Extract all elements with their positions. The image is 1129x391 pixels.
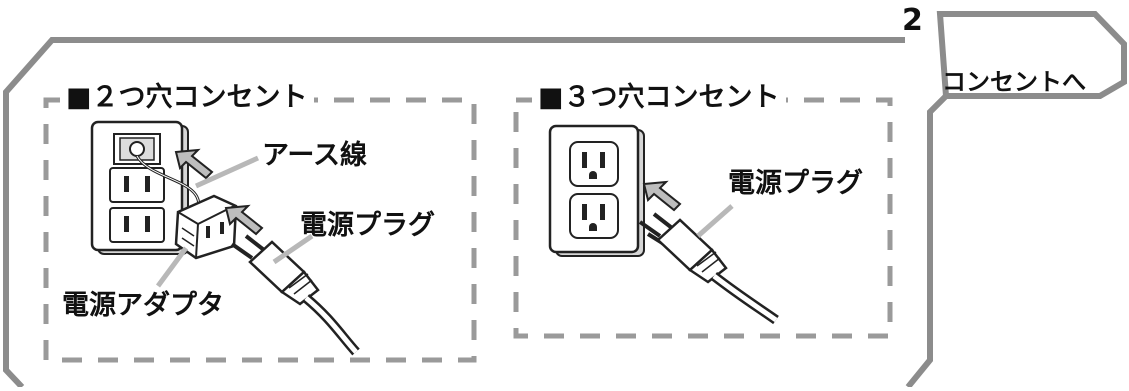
two-hole-power-plug xyxy=(230,234,360,356)
panel-two-hole-title: ■２つ穴コンセント xyxy=(60,84,314,111)
label-earth-wire: アース線 xyxy=(262,140,368,171)
insert-arrow-earth xyxy=(174,148,214,180)
three-hole-power-plug xyxy=(638,212,779,325)
outer-frame-right xyxy=(905,93,949,389)
panel-three-hole-title: ■３つ穴コンセント xyxy=(532,84,786,111)
label-power-adapter: 電源アダプタ xyxy=(62,290,224,321)
step-tab xyxy=(936,11,1127,99)
two-hole-outlet-plate xyxy=(90,120,189,255)
step-number: 2 xyxy=(898,6,927,36)
earth-wire-inner xyxy=(136,155,200,211)
callout-line-adapter xyxy=(155,246,189,288)
insert-arrow-plug xyxy=(224,204,264,236)
label-power-plug-two-hole: 電源プラグ xyxy=(300,210,435,241)
callout-line-earth-wire xyxy=(194,155,260,189)
label-power-plug-three-hole: 電源プラグ xyxy=(728,168,863,199)
panel-two-hole-border xyxy=(43,97,477,363)
three-hole-outlet-plate xyxy=(548,124,645,257)
insert-arrow-three-hole xyxy=(642,180,682,212)
callout-line-three-hole-plug xyxy=(696,204,734,238)
power-adapter xyxy=(174,194,238,260)
callout-line-power-plug xyxy=(272,233,314,265)
outer-frame xyxy=(2,37,905,390)
step-tab-label: コンセントへ xyxy=(942,68,1086,96)
